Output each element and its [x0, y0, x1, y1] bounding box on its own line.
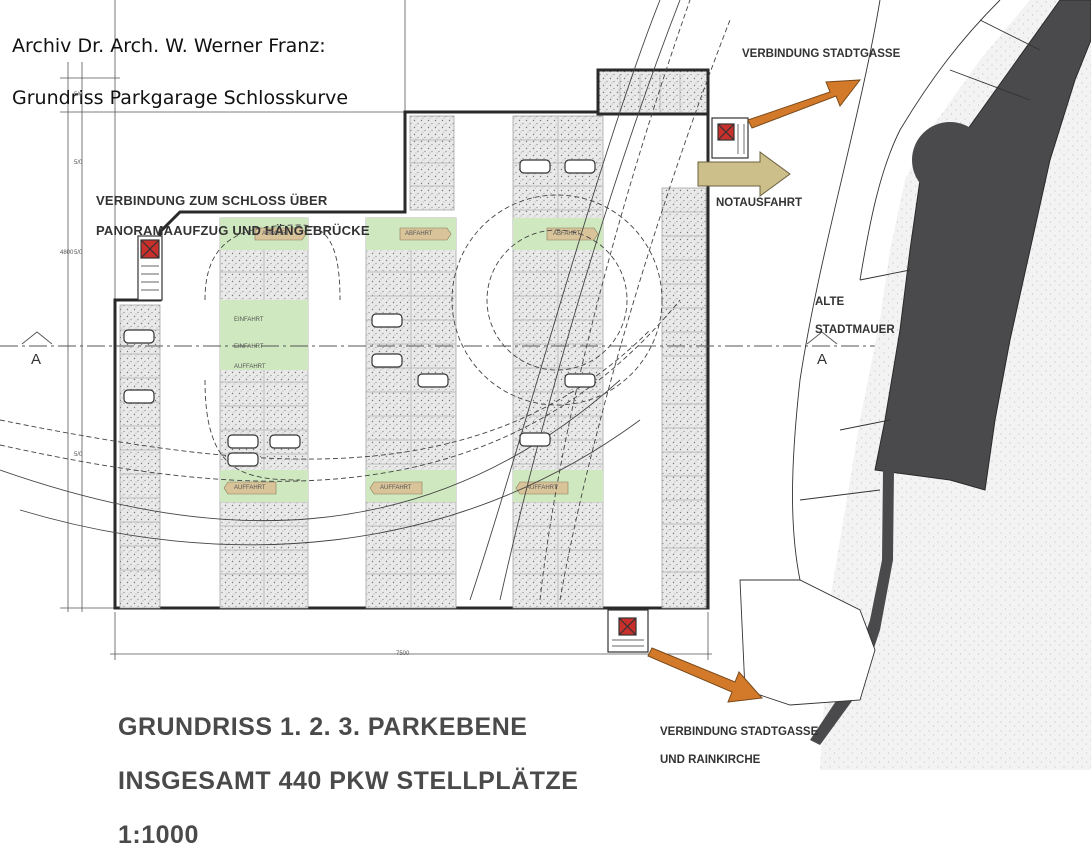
rainkirche-line-1: VERBINDUNG STADTGASSE: [660, 726, 819, 738]
dimension-label: 4800: [60, 250, 74, 256]
castle-link-line-2: PANORAMAAUFZUG UND HÄNGEBRÜCKE: [96, 223, 370, 238]
archive-line-1: Archiv Dr. Arch. W. Werner Franz:: [12, 35, 326, 57]
ramp-label: EINFAHRT: [234, 317, 264, 323]
ramp-zones: [220, 218, 603, 502]
ramp-label: AUFFAHRT: [234, 364, 266, 370]
stadtmauer-line-2: STADTMAUER: [815, 324, 895, 336]
drawing-title: GRUNDRISS 1. 2. 3. PARKEBENE INSGESAMT 4…: [118, 687, 578, 849]
ramp-label: ABFAHRT: [405, 231, 433, 237]
dimension-lines: [60, 0, 712, 660]
dimension-label: 5/0: [74, 92, 83, 98]
stadtmauer-label: ALTE STADTMAUER: [815, 281, 895, 337]
stadtmauer-line-1: ALTE: [815, 296, 845, 308]
dimension-label: 5/0: [74, 250, 83, 256]
stall-dividers: [120, 74, 706, 608]
archive-caption: Archiv Dr. Arch. W. Werner Franz: Grundr…: [12, 7, 348, 111]
title-scale: 1:1000: [118, 821, 199, 849]
dimension-total-width: 7500: [396, 651, 410, 657]
direction-arrows: [647, 79, 862, 703]
dimension-label: 5/0: [74, 160, 83, 166]
car-symbols: [123, 159, 596, 467]
elevator-cores: [137, 117, 749, 653]
ramp-label: ABFAHRT: [553, 231, 581, 237]
section-marker-left: A: [31, 351, 42, 368]
ramp-label: AUFFAHRT: [380, 485, 412, 491]
notausfahrt-label: NOTAUSFAHRT: [716, 197, 803, 209]
old-town-context: [739, 0, 1091, 770]
section-marker-right: A: [817, 351, 828, 368]
title-line-1: GRUNDRISS 1. 2. 3. PARKEBENE: [118, 713, 528, 741]
stadtgasse-label: VERBINDUNG STADTGASSE: [742, 48, 901, 60]
ramp-label: AUFFAHRT: [526, 485, 558, 491]
ramp-label: AUFFAHRT: [234, 485, 266, 491]
dimension-label: 5/0: [74, 452, 83, 458]
castle-link-line-1: VERBINDUNG ZUM SCHLOSS ÜBER: [96, 193, 328, 208]
ramp-label: EINFAHRT: [234, 344, 264, 350]
rainkirche-label: VERBINDUNG STADTGASSE UND RAINKIRCHE: [660, 711, 818, 767]
rainkirche-line-2: UND RAINKIRCHE: [660, 754, 761, 766]
title-line-2: INSGESAMT 440 PKW STELLPLÄTZE: [118, 767, 579, 795]
castle-link-label: VERBINDUNG ZUM SCHLOSS ÜBER PANORAMAAUFZ…: [96, 178, 370, 238]
floor-plan-drawing: [0, 0, 1091, 770]
archive-line-2: Grundriss Parkgarage Schlosskurve: [12, 87, 349, 109]
ramp-arrows: [223, 227, 599, 495]
ramp-label: ABFAHRT: [262, 231, 290, 237]
turning-curves: [0, 0, 731, 601]
